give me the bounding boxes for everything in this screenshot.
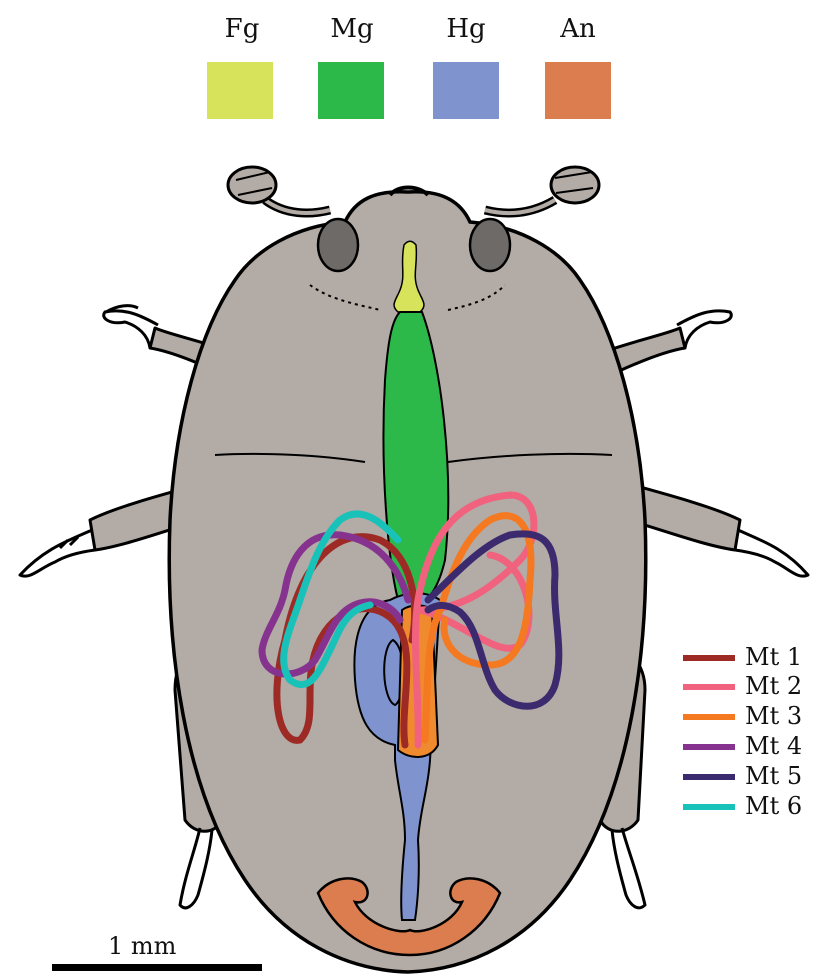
scale-bar-label: 1 mm xyxy=(108,932,176,960)
legend-label-mt2: Mt 2 xyxy=(745,672,802,700)
legend-line-mt6 xyxy=(683,804,735,810)
antenna-left xyxy=(228,167,330,213)
legend-label-mt1: Mt 1 xyxy=(745,643,802,671)
legend-line-mt4 xyxy=(683,744,735,750)
legend-line-mt5 xyxy=(683,774,735,780)
eye-right xyxy=(470,219,510,271)
legend-label-mt3: Mt 3 xyxy=(745,702,802,730)
scale-bar xyxy=(52,964,262,971)
legend-line-mt2 xyxy=(683,684,735,690)
legend-label-mt4: Mt 4 xyxy=(745,732,802,760)
antenna-right xyxy=(485,167,599,213)
legend-line-mt1 xyxy=(683,655,735,661)
legend-label-mt6: Mt 6 xyxy=(745,792,802,820)
legend-line-mt3 xyxy=(683,714,735,720)
legend-label-mt5: Mt 5 xyxy=(745,762,802,790)
eye-left xyxy=(318,219,358,271)
